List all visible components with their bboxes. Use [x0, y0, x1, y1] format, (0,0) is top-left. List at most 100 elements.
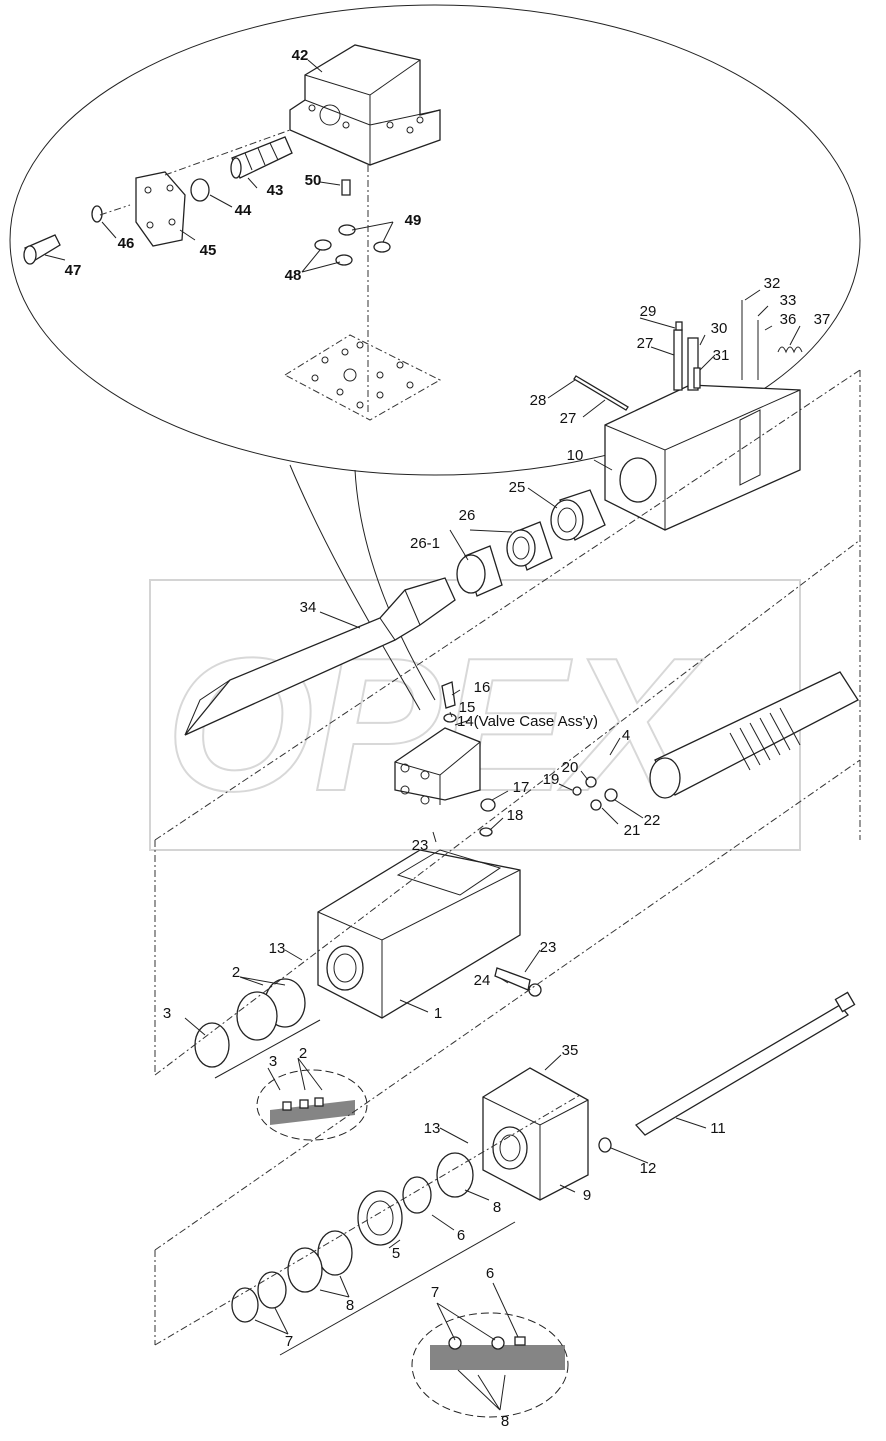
seal-section-detail-lower [411, 1312, 569, 1418]
label-6: 6 [457, 1227, 465, 1244]
part-7-seal [257, 1271, 287, 1309]
part-20-plug [585, 776, 597, 788]
part-7-seal [231, 1287, 259, 1323]
watermark-text: OPEX [166, 619, 704, 831]
label-21: 21 [624, 822, 641, 839]
part-49-o-ring [373, 241, 391, 253]
part-18-o-ring [479, 827, 493, 837]
label-49: 49 [405, 212, 422, 229]
label-48: 48 [285, 267, 302, 284]
label-7: 7 [285, 1333, 293, 1350]
label-26-1: 26-1 [410, 535, 440, 552]
part-48-o-ring [314, 239, 332, 251]
label-1: 1 [434, 1005, 442, 1022]
assembly-guide-lines [154, 369, 861, 1346]
label-9: 9 [583, 1187, 591, 1204]
part-24-check-valve [494, 967, 542, 997]
part-8-seal [317, 1230, 353, 1276]
part-26-1-bushing [456, 545, 503, 597]
part-26-bushing [506, 521, 553, 571]
mounting-face [283, 334, 442, 421]
part-17-plug [480, 798, 496, 812]
label-19: 19 [543, 771, 560, 788]
part-8-seal [436, 1152, 474, 1198]
label-13: 13 [269, 940, 286, 957]
label-23: 23 [412, 837, 429, 854]
part-43-spool [230, 136, 293, 179]
label-34: 34 [300, 599, 317, 616]
part-47-bolt [23, 234, 61, 265]
seal-section-detail-upper [256, 1069, 368, 1141]
label-20: 20 [562, 759, 579, 776]
label-44: 44 [235, 202, 252, 219]
label-27: 27 [637, 335, 654, 352]
part-44-o-ring [190, 178, 210, 202]
part-21-o-ring [590, 799, 602, 811]
label-8c: 8 [501, 1413, 509, 1430]
label-6b: 6 [486, 1265, 494, 1282]
part-48-o-ring [335, 254, 353, 266]
label-2: 2 [232, 964, 240, 981]
part-45-cover-plate [135, 171, 186, 247]
part-4-piston [649, 671, 859, 799]
label-8: 8 [493, 1199, 501, 1216]
part-22-plug [604, 788, 618, 802]
label-31: 31 [713, 347, 730, 364]
part-labels: 42 43 44 45 46 47 50 49 48 29 30 27 31 3… [65, 47, 831, 1430]
label-10: 10 [567, 447, 584, 464]
part-50-pin [341, 179, 351, 196]
detail-callout-circle [9, 4, 861, 711]
label-2b: 2 [299, 1045, 307, 1062]
part-16-bolt [441, 681, 456, 709]
part-42-valve-block [289, 44, 441, 166]
label-12: 12 [640, 1160, 657, 1177]
label-22: 22 [644, 812, 661, 829]
part-9-front-head [482, 1067, 589, 1201]
label-8b: 8 [346, 1297, 354, 1314]
label-24: 24 [474, 972, 491, 989]
label-27b: 27 [560, 410, 577, 427]
part-1-cylinder [317, 849, 521, 1019]
label-46: 46 [118, 235, 135, 252]
label-30: 30 [711, 320, 728, 337]
label-29: 29 [640, 303, 657, 320]
label-16: 16 [474, 679, 491, 696]
label-14-valve-case: 14(Valve Case Ass'y) [457, 713, 598, 730]
label-45: 45 [200, 242, 217, 259]
leader-lines [44, 59, 801, 1411]
label-7b: 7 [431, 1284, 439, 1301]
label-15: 15 [459, 699, 476, 716]
part-3-seal [194, 1022, 230, 1068]
label-26: 26 [459, 507, 476, 524]
label-4: 4 [622, 727, 630, 744]
parts-27-37-small-items [573, 300, 803, 411]
label-37: 37 [814, 311, 831, 328]
label-5: 5 [392, 1245, 400, 1262]
label-33: 33 [780, 292, 797, 309]
label-11: 11 [710, 1120, 726, 1137]
part-46-washer [91, 205, 103, 223]
label-18: 18 [507, 807, 524, 824]
label-28: 28 [530, 392, 547, 409]
part-12-o-ring [598, 1137, 612, 1153]
label-35: 35 [562, 1042, 579, 1059]
part-25-bushing [550, 489, 606, 541]
label-17: 17 [513, 779, 530, 796]
part-8-seal [287, 1247, 323, 1293]
part-2-seal [236, 991, 278, 1041]
label-13b: 13 [424, 1120, 441, 1137]
label-50: 50 [305, 172, 322, 189]
part-6-seal [402, 1176, 432, 1214]
label-47: 47 [65, 262, 82, 279]
label-36: 36 [780, 311, 797, 328]
label-3: 3 [163, 1005, 171, 1022]
label-42: 42 [292, 47, 309, 64]
part-14-valve-case [394, 727, 481, 805]
label-32: 32 [764, 275, 781, 292]
label-25: 25 [509, 479, 526, 496]
part-19-o-ring [572, 786, 582, 796]
part-5-bushing [357, 1190, 403, 1246]
part-11-through-bolt [634, 991, 856, 1136]
part-10-back-head [604, 384, 801, 531]
